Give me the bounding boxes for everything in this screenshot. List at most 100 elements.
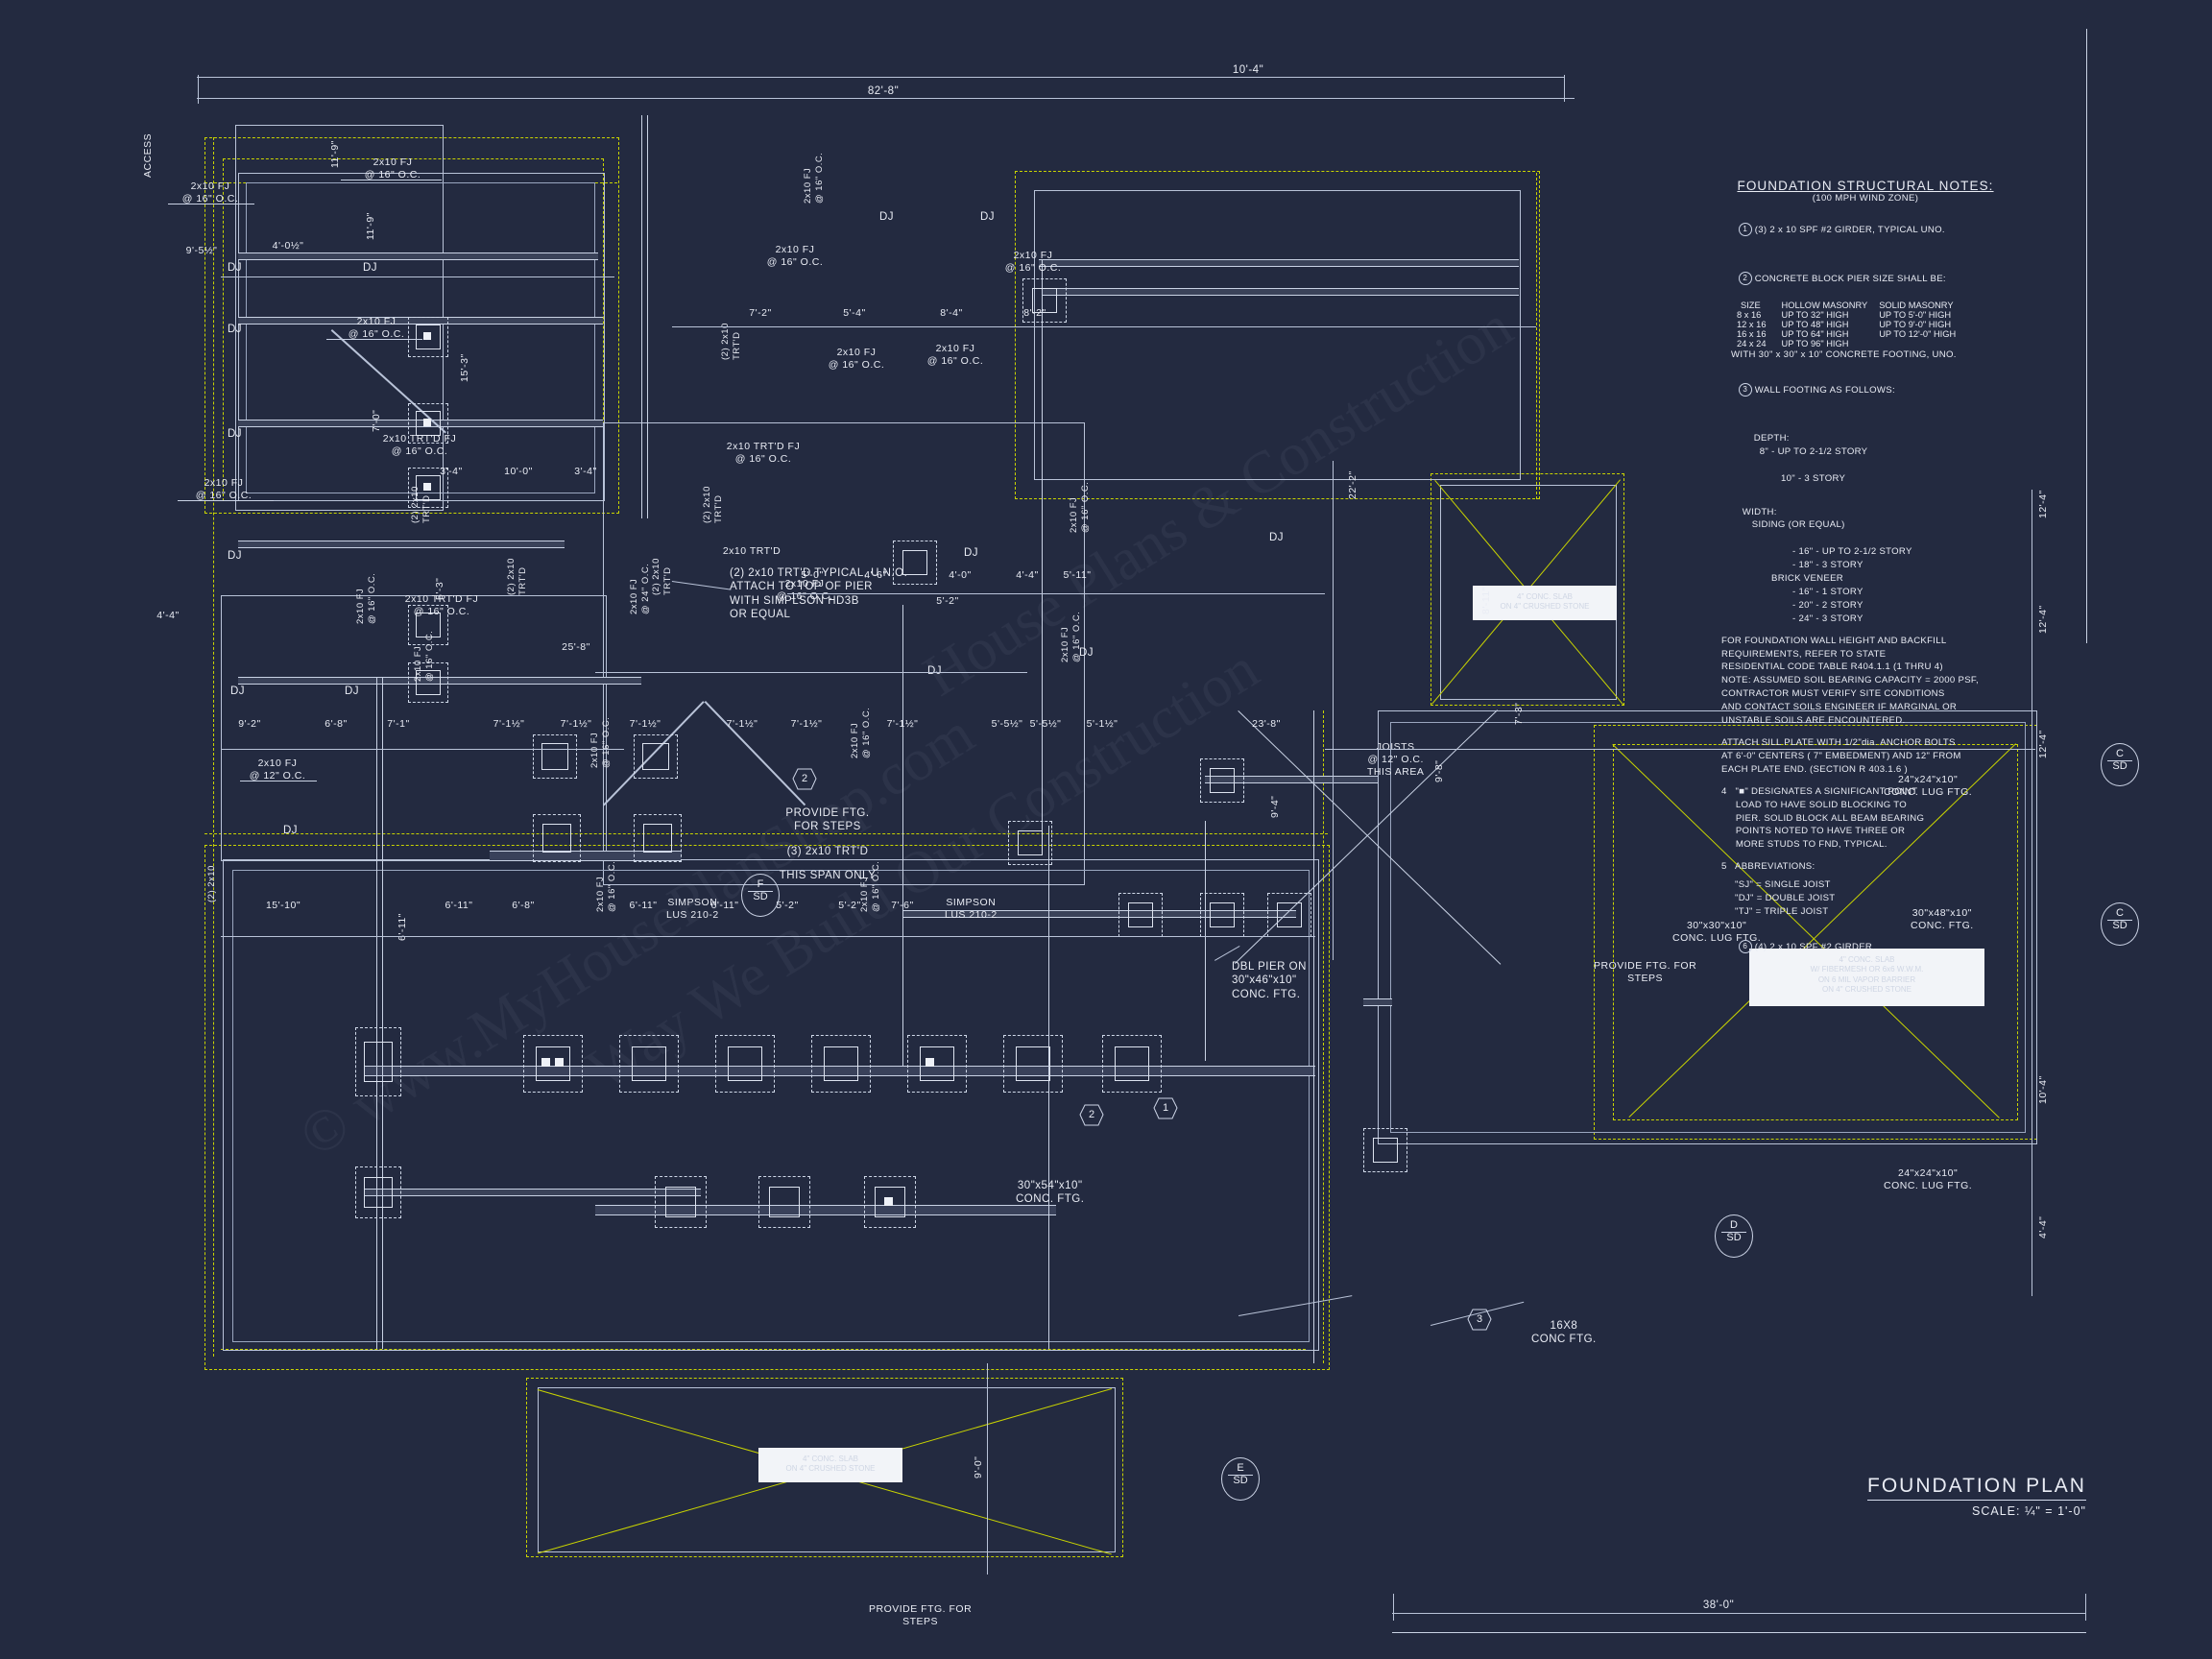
pier-dashed	[408, 662, 448, 703]
detail-bubble-f[interactable]: F SD	[741, 874, 780, 917]
width-brick-1: - 16" - 1 STORY	[1792, 586, 1863, 597]
dim-text-bottom-overall: 38'-0"	[1702, 1599, 1735, 1611]
dj-label: DJ	[228, 262, 243, 274]
beam-long-bottom-2	[595, 1205, 1056, 1215]
bubble-bottom: SD	[2107, 759, 2132, 773]
note-text: CONCRETE BLOCK PIER SIZE SHALL BE:	[1754, 273, 1946, 284]
dim-text-v: 10'-4"	[2037, 1075, 2049, 1104]
hex-bubble-label: 2	[1088, 1109, 1095, 1120]
dim-text-v: 12'-4"	[2037, 605, 2049, 634]
hex-bubble-label: 2	[801, 773, 808, 784]
dim-text: 4'-0"	[949, 569, 972, 581]
dim-text: 6'-8"	[512, 900, 535, 911]
abbreviation-tj: "TJ" = TRIPLE JOIST	[1735, 905, 1829, 917]
note-text: (3) 2 x 10 SPF #2 GIRDER, TYPICAL UNO.	[1754, 224, 1945, 235]
pier-solid	[416, 613, 441, 637]
dim-text: 5'-5½"	[991, 718, 1023, 730]
width-label: WIDTH:	[1742, 506, 1777, 517]
beam-center-mid	[1205, 776, 1378, 783]
pier-solid	[1210, 902, 1235, 927]
dim-text-v: 4'-4"	[2037, 1215, 2049, 1238]
cell-hollow: UP TO 48" HIGH	[1781, 320, 1849, 330]
detail-bubble-c-upper[interactable]: C SD	[2101, 743, 2139, 786]
hex-bubble-2-lower[interactable]	[1079, 1104, 1104, 1126]
slab-callout-box-garage	[1749, 949, 1984, 1006]
dj-label: DJ	[228, 324, 243, 335]
cell-size: 8 x 16	[1737, 310, 1762, 321]
dim-text: 7'-1½"	[886, 718, 919, 730]
depth-label: DEPTH:	[1753, 432, 1790, 444]
pier-dashed	[408, 605, 448, 645]
joist-label: 2x10 FJ @ 16" O.C.	[1004, 250, 1062, 275]
dj-label: DJ	[283, 825, 299, 836]
hex-bubble-3-right[interactable]	[1467, 1309, 1492, 1331]
note-item-4: 4 "■" DESIGNATES A SIGNIFICANT POINT LOA…	[1721, 785, 1925, 851]
joist-label: 2x10 TRT'D FJ @ 16" O.C.	[382, 433, 457, 458]
pier-solid	[875, 1187, 905, 1217]
wall-center-body	[603, 422, 1085, 885]
pier-solid	[1128, 902, 1153, 927]
pier-solid	[416, 325, 441, 349]
beam-vertical-center	[376, 677, 377, 1349]
callout-provide-ftg-steps-bottom: PROVIDE FTG. FOR STEPS	[869, 1603, 973, 1628]
dim-text: 6'-11"	[445, 900, 473, 911]
joist-label: 2x10 FJ @ 16" O.C.	[195, 477, 252, 502]
beam-vertical-e	[1205, 821, 1206, 1061]
dim-text: 4'-4"	[1016, 569, 1039, 581]
footing-line-right-edge	[1323, 710, 1324, 1363]
bubble-top: F	[757, 878, 764, 890]
pier-solid	[1018, 830, 1043, 855]
joist-label-vertical: 2x10 FJ @ 16" O.C.	[589, 716, 612, 768]
callout-dbl-pier: DBL PIER ON 30"x46"x10" CONC. FTG.	[1232, 961, 1307, 1000]
access-label: ACCESS	[142, 132, 154, 178]
pier-solid	[665, 1187, 696, 1217]
width-siding-1: - 16" - UP TO 2-1/2 STORY	[1792, 546, 1912, 558]
detail-bubble-c-lower[interactable]: C SD	[2101, 902, 2139, 946]
joist-label: 2x10 FJ @ 16" O.C.	[348, 316, 405, 341]
joist-label-vertical: (2) 2x10 TRT'D	[506, 558, 528, 595]
wall-porch-bottom	[538, 1387, 1116, 1552]
depth-row-1: 8" - UP TO 2-1/2 STORY	[1759, 445, 1868, 457]
dim-text: 7'-6"	[891, 900, 914, 911]
hex-bubble-2-center[interactable]	[792, 768, 817, 790]
detail-bubble-e[interactable]: E SD	[1221, 1457, 1260, 1501]
cell-solid: UP TO 5'-0" HIGH	[1879, 310, 1952, 321]
bubble-top: C	[2116, 748, 2124, 759]
joist-label-vertical: 2x10 FJ @ 16" O.C.	[803, 152, 825, 204]
hex-bubble-1-lower[interactable]	[1153, 1097, 1178, 1119]
note-number: 2	[1738, 271, 1752, 285]
dim-text: 5'-5½"	[1029, 718, 1062, 730]
pier-dashed	[408, 317, 448, 357]
joist-label-vertical: 2x10 FJ @ 16" O.C.	[595, 860, 617, 912]
dim-text: 4'-6"	[864, 569, 887, 581]
cell-hollow: UP TO 64" HIGH	[1781, 329, 1849, 340]
footing-line-mid	[204, 833, 1328, 834]
dj-label: DJ	[1079, 647, 1094, 659]
page-title: FOUNDATION PLAN	[1867, 1475, 2086, 1501]
cell-size: 12 x 16	[1737, 320, 1767, 330]
beam-vertical-center-b	[382, 677, 383, 1349]
table-row: 8 x 16 UP TO 32" HIGH UP TO 5'-0" HIGH	[1735, 310, 1960, 320]
notes-paragraph-2: ATTACH SILL PLATE WITH 1/2"dia. ANCHOR B…	[1721, 737, 1961, 775]
beam-center-span	[490, 851, 682, 861]
callout-simpson-hd3b: (2) 2x10 TRT'D TYPICAL, U.N.O. ATTACH TO…	[730, 567, 908, 621]
slab-callout-box-porch-top	[1473, 586, 1617, 620]
dim-text: 5'-2"	[776, 900, 799, 911]
slab-note-garage: 4" CONC. SLAB W/ FIBERMESH OR 6x6 W.W.M.…	[1810, 955, 1924, 995]
foundation-structural-notes: FOUNDATION STRUCTURAL NOTES: (100 MPH WI…	[1721, 179, 2009, 968]
wall-inner-left	[246, 182, 595, 493]
sheet-border-right	[2086, 29, 2087, 643]
pier-point-load	[926, 1058, 934, 1067]
beam-vertical-b	[647, 115, 648, 518]
detail-bubble-d[interactable]: D SD	[1715, 1214, 1753, 1258]
dim-text-v: 8'-11"	[1480, 587, 1492, 614]
note-text: WALL FOOTING AS FOLLOWS:	[1754, 385, 1895, 397]
pier-dashed	[533, 814, 581, 862]
pier-dashed	[655, 1176, 707, 1228]
callout-conc-lug-30x48: 30"x48"x10" CONC. FTG.	[1911, 907, 1974, 932]
joist-label: 2x10 TRT'D FJ @ 16" O.C.	[726, 441, 801, 466]
footing-line-low	[221, 1349, 1306, 1350]
bubble-bottom: SD	[748, 890, 773, 903]
pier-dashed	[408, 468, 448, 508]
dim-line-top-second	[197, 98, 1575, 99]
